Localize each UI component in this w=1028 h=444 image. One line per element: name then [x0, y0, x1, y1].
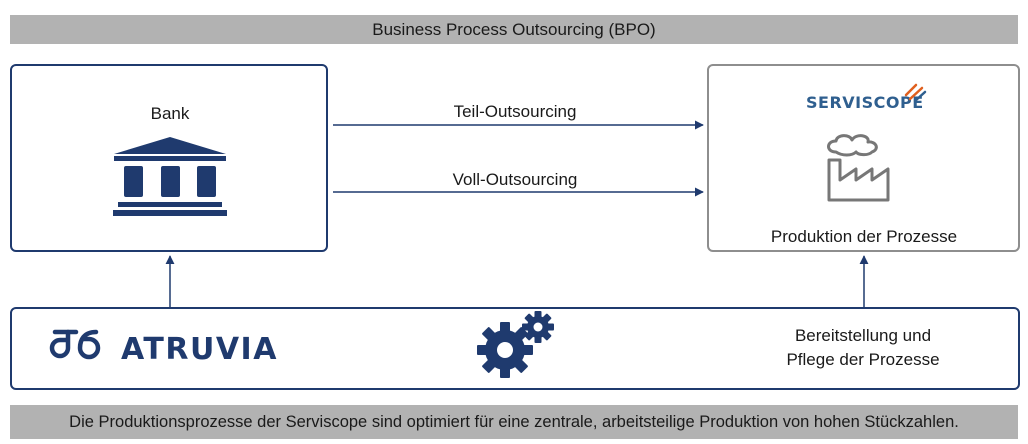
atruvia-logo-text: ATRUVIA	[121, 332, 278, 367]
footer-banner-text: Die Produktionsprozesse der Serviscope s…	[69, 412, 959, 431]
provision-line-1: Bereitstellung und	[794, 326, 932, 345]
provision-line-2: Pflege der Prozesse	[786, 350, 940, 369]
bank-label: Bank	[150, 104, 190, 123]
production-box	[707, 64, 1020, 252]
header-banner-text: Business Process Outsourcing (BPO)	[372, 19, 656, 39]
bank-box	[10, 64, 328, 252]
serviscope-logo-text: SERVISCOPE	[806, 93, 924, 112]
serviscope-logo: SERVISCOPE	[806, 93, 924, 112]
full-outsourcing-label: Voll-Outsourcing	[452, 170, 578, 189]
production-label: Produktion der Prozesse	[770, 227, 958, 246]
header-banner: Business Process Outsourcing (BPO)	[10, 15, 1018, 44]
footer-banner: Die Produktionsprozesse der Serviscope s…	[10, 405, 1018, 439]
partial-outsourcing-label: Teil-Outsourcing	[453, 102, 577, 121]
provision-text: Bereitstellung und Pflege der Prozesse	[786, 324, 939, 372]
